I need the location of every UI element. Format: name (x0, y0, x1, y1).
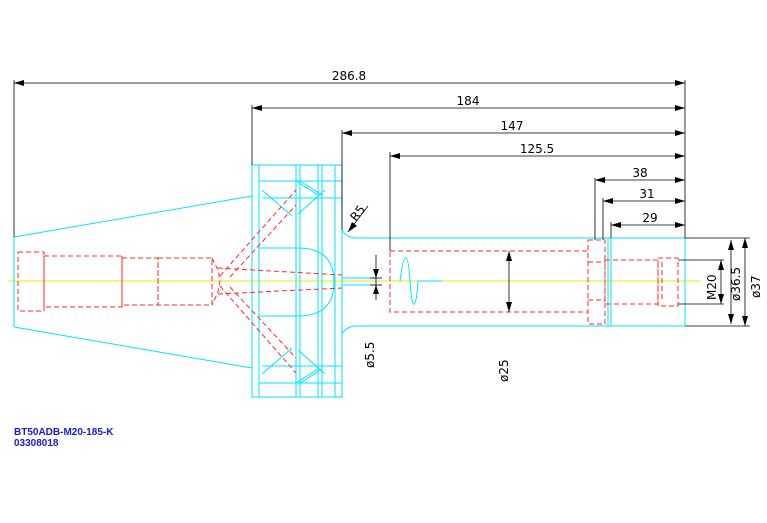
dim-slot-c: 29 (642, 211, 657, 225)
dim-dia-bore: ø25 (497, 359, 511, 382)
dimension-lines (13, 80, 750, 327)
dim-overall-length: 286.8 (332, 69, 366, 83)
dim-neck-to-end: 147 (501, 119, 524, 133)
part-number: 03308018 (14, 438, 59, 449)
dim-radius: R5 (347, 203, 368, 224)
hidden-lines (17, 189, 679, 374)
dim-body-to-end: 125.5 (520, 142, 554, 156)
part-code: BT50ADB-M20-185-K (14, 427, 114, 438)
arrowheads (14, 80, 748, 326)
tool-outline (13, 164, 686, 398)
dim-dia-small: ø5.5 (363, 342, 377, 368)
dim-slot-b: 31 (639, 187, 654, 201)
dim-flange-to-end: 184 (457, 94, 480, 108)
title-block: BT50ADB-M20-185-K 03308018 (14, 427, 113, 449)
dim-dia-a: ø36.5 (729, 267, 743, 301)
dim-slot-a: 38 (632, 166, 647, 180)
dim-dia-b: ø37 (749, 275, 763, 298)
dim-thread: M20 (705, 274, 719, 300)
